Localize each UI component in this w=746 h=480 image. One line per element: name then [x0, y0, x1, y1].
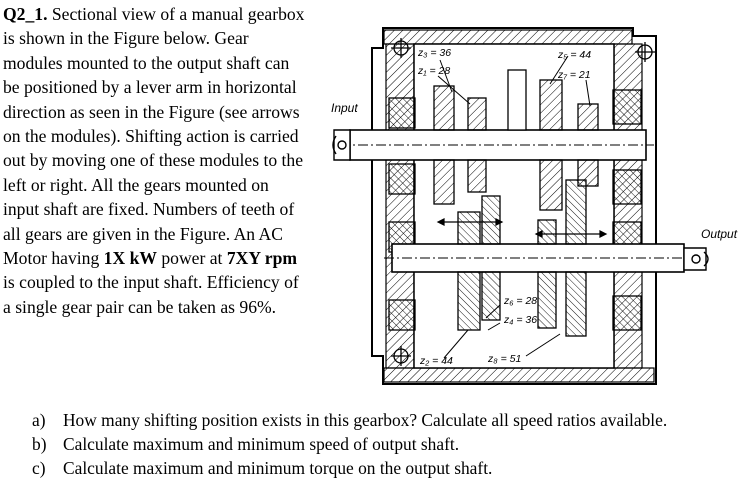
question-a: a) How many shifting position exists in t… [32, 408, 746, 432]
output-label: Output [701, 227, 738, 241]
input-coupling [332, 129, 351, 161]
input-shaft [340, 129, 654, 161]
question-text: Calculate maximum and minimum speed of o… [63, 434, 460, 454]
gear-label-z1: z₁ = 28 [417, 65, 450, 77]
housing-outline [371, 27, 657, 385]
problem-statement: Q2_1. Sectional view of a manual gearbox… [3, 2, 308, 319]
problem-id: Q2_1. [3, 4, 48, 24]
gear-label-z8: z₈ = 51 [487, 353, 521, 365]
gear-label-z4: z₄ = 36 [503, 314, 537, 326]
shift-arrows [436, 218, 608, 238]
problem-text-part-2: power at [156, 248, 227, 269]
question-c: c) Calculate maximum and minimum torque o… [32, 456, 746, 480]
question-letter: b) [32, 434, 47, 454]
input-label: Input [331, 101, 358, 115]
question-letter: c) [32, 458, 46, 478]
leader-lines [437, 55, 591, 359]
motor-speed: 7XY rpm [226, 248, 298, 269]
output-coupling [683, 247, 709, 271]
gear-label-z5: z₅ = 44 [557, 49, 591, 61]
gear-label-z7: z₇ = 21 [557, 69, 591, 81]
problem-text-part-3: is coupled to the input shaft. Efficienc… [3, 272, 299, 317]
problem-text-part-1: Sectional view of a manual gearbox is sh… [3, 4, 305, 269]
question-text: How many shifting position exists in thi… [63, 410, 668, 430]
gear-label-z3: z₃ = 36 [417, 47, 451, 59]
gearbox-sectional-figure: Input Output z₃ = 36 z₁ = 28 z₅ = 44 z₇ … [331, 27, 738, 385]
output-gear-modules [457, 179, 587, 337]
question-text: Calculate maximum and minimum torque on … [63, 458, 493, 478]
question-letter: a) [32, 410, 46, 430]
bolt-symbols [391, 38, 655, 366]
question-list: a) How many shifting position exists in t… [32, 408, 746, 480]
input-gears [433, 69, 599, 211]
question-b: b) Calculate maximum and minimum speed of… [32, 432, 746, 456]
output-shaft [384, 243, 700, 273]
motor-power: 1X kW [103, 248, 157, 269]
gear-label-z2: z₂ = 44 [419, 355, 453, 367]
gear-label-z6: z₆ = 28 [503, 295, 537, 307]
